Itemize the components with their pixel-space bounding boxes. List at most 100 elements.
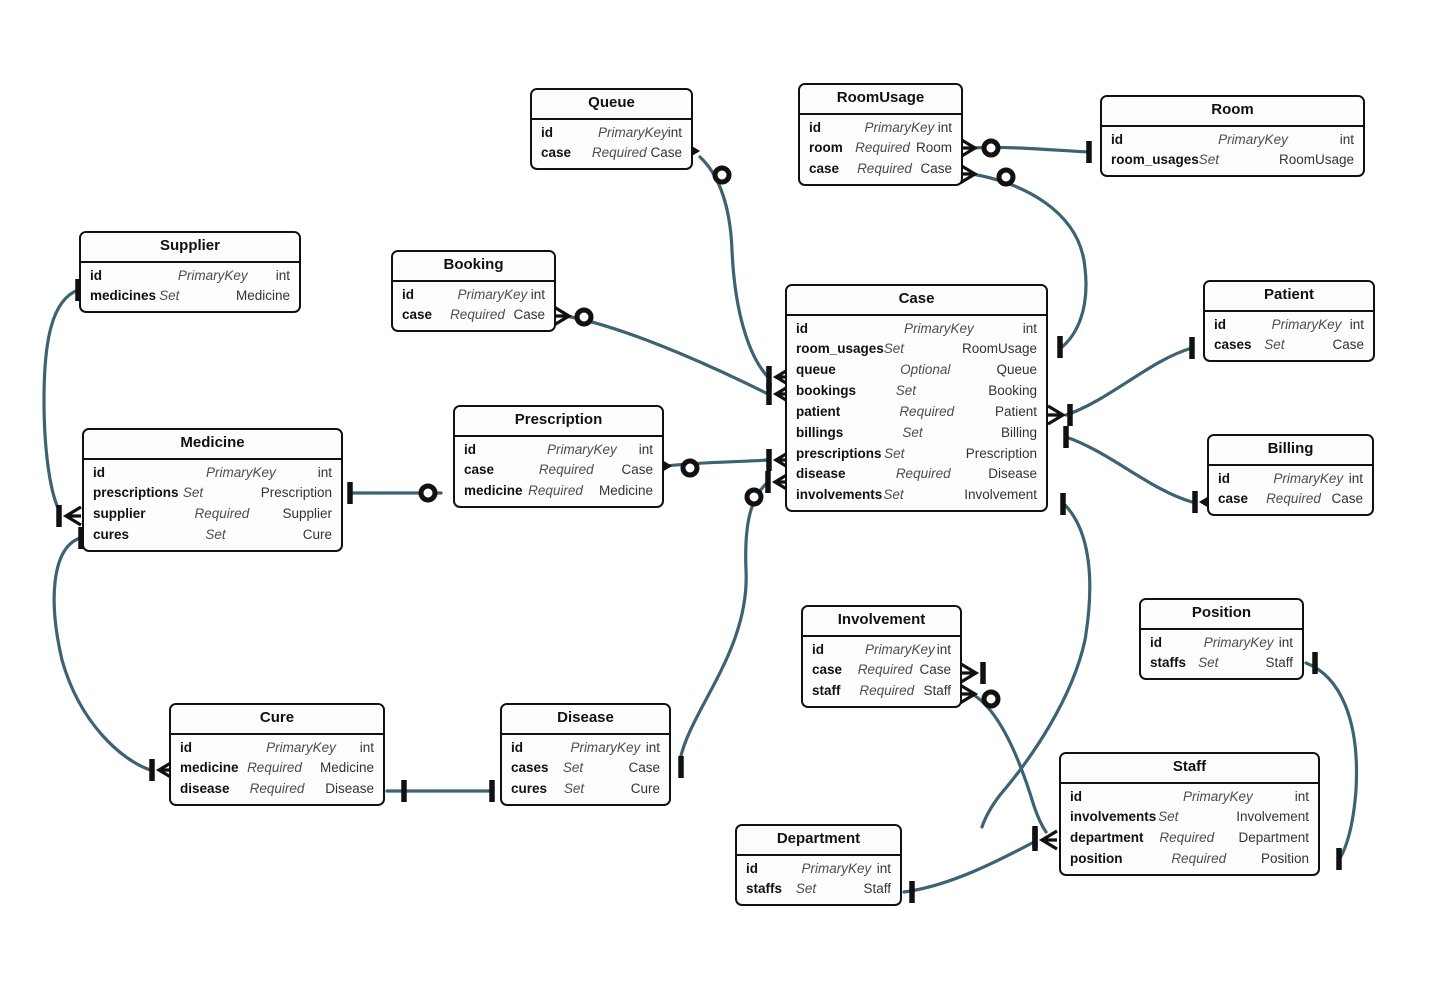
- entity-title-cure: Cure: [171, 705, 383, 735]
- entity-title-department: Department: [737, 826, 900, 856]
- field-name: id: [511, 739, 523, 755]
- field-modifier: Required: [1171, 851, 1227, 867]
- field-name: room_usages: [796, 341, 884, 357]
- field-name: patient: [796, 403, 841, 419]
- field-name: id: [541, 124, 553, 140]
- field-type: Medicine: [235, 288, 290, 304]
- field-type: Supplier: [282, 506, 332, 522]
- entity-title-staff: Staff: [1061, 754, 1318, 784]
- field-modifier: PrimaryKey: [865, 641, 935, 657]
- field-type: RoomUsage: [1278, 152, 1354, 168]
- field-name: id: [1070, 788, 1082, 804]
- field-modifier: Required: [857, 662, 913, 678]
- field-name: id: [180, 739, 192, 755]
- entity-title-prescription: Prescription: [455, 407, 662, 437]
- field-modifier: Required: [538, 462, 594, 478]
- field-name: id: [1150, 634, 1162, 650]
- field-modifier: Required: [450, 307, 505, 323]
- field-type: Department: [1238, 830, 1309, 846]
- field-modifier: Set: [159, 288, 180, 304]
- field-modifier: PrimaryKey: [1273, 470, 1344, 486]
- field-type: Position: [1260, 851, 1309, 867]
- field-type: Patient: [994, 403, 1037, 419]
- field-modifier: Set: [902, 424, 923, 440]
- field-modifier: Required: [855, 140, 910, 156]
- marker-zero-ring: [712, 165, 732, 185]
- field-modifier: Set: [795, 881, 817, 897]
- marker-many-crowsfoot: [553, 305, 573, 327]
- field-name: id: [812, 641, 824, 657]
- field-modifier: PrimaryKey: [457, 286, 528, 302]
- field-type: int: [359, 739, 374, 755]
- field-modifier: PrimaryKey: [206, 464, 276, 480]
- field-type: int: [645, 739, 660, 755]
- edge-booking-case: [564, 314, 770, 396]
- field-name: staff: [812, 683, 841, 699]
- field-modifier: Required: [194, 506, 250, 522]
- edge-case-disease: [678, 480, 770, 762]
- field-name: cases: [511, 760, 549, 776]
- field-type: Prescription: [260, 485, 332, 501]
- field-type: Case: [621, 462, 653, 478]
- field-type: int: [275, 267, 290, 283]
- field-name: disease: [796, 466, 846, 482]
- edge-supplier-medicine: [42, 288, 80, 510]
- field-name: id: [1111, 131, 1123, 147]
- field-type: int: [317, 464, 332, 480]
- field-modifier: Set: [1198, 152, 1220, 168]
- field-name: id: [402, 286, 414, 302]
- field-modifier: PrimaryKey: [547, 441, 617, 457]
- field-modifier: Required: [859, 683, 915, 699]
- field-modifier: Set: [884, 445, 905, 461]
- field-type: Case: [919, 662, 951, 678]
- field-name: id: [1218, 470, 1230, 486]
- field-name: case: [464, 462, 495, 478]
- field-name: medicines: [90, 288, 157, 304]
- field-modifier: PrimaryKey: [177, 267, 248, 283]
- field-type: Case: [628, 760, 660, 776]
- field-modifier: Required: [247, 760, 302, 776]
- field-modifier: Set: [883, 341, 905, 357]
- field-modifier: Required: [249, 781, 305, 797]
- field-modifier: Set: [1158, 809, 1179, 825]
